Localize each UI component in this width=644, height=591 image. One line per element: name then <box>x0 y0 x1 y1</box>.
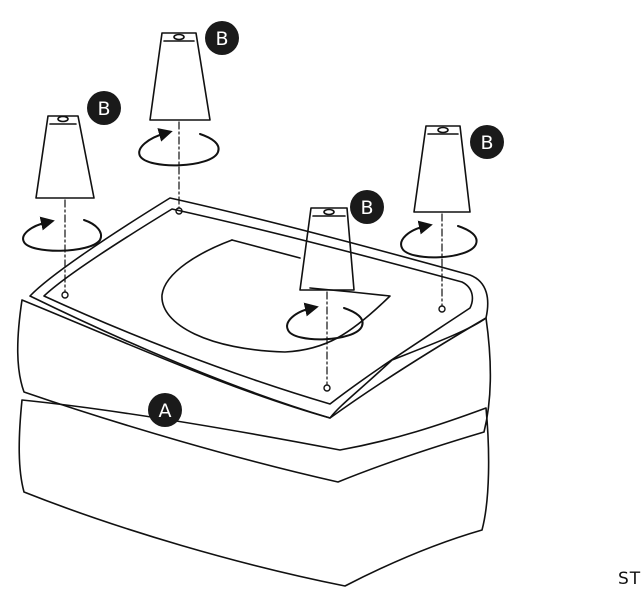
svg-text:B: B <box>360 197 373 219</box>
badge-a: A <box>148 393 182 427</box>
hole-left <box>62 292 68 298</box>
badge-b-front: B <box>350 190 384 224</box>
step-label: ST <box>618 569 641 589</box>
fabric-outline <box>162 240 390 352</box>
fabric-edge <box>232 240 300 258</box>
svg-text:B: B <box>97 98 110 120</box>
hole-right <box>439 306 445 312</box>
svg-text:B: B <box>215 28 228 50</box>
badge-b-back: B <box>205 21 239 55</box>
svg-text:B: B <box>480 132 493 154</box>
leg-left <box>36 116 94 198</box>
hole-front <box>324 385 330 391</box>
badge-b-left: B <box>87 91 121 125</box>
leg-front <box>300 208 354 290</box>
svg-text:A: A <box>159 400 172 422</box>
rotate-arrow-left <box>23 220 101 251</box>
leg-back <box>150 33 210 120</box>
leg-right <box>414 126 470 212</box>
lower-cushion <box>19 400 488 586</box>
badge-b-right: B <box>470 125 504 159</box>
rotate-arrow-right <box>401 226 476 257</box>
upper-cushion <box>18 300 491 482</box>
rotate-arrow-front <box>287 308 362 339</box>
top-panel-inner <box>44 209 472 404</box>
